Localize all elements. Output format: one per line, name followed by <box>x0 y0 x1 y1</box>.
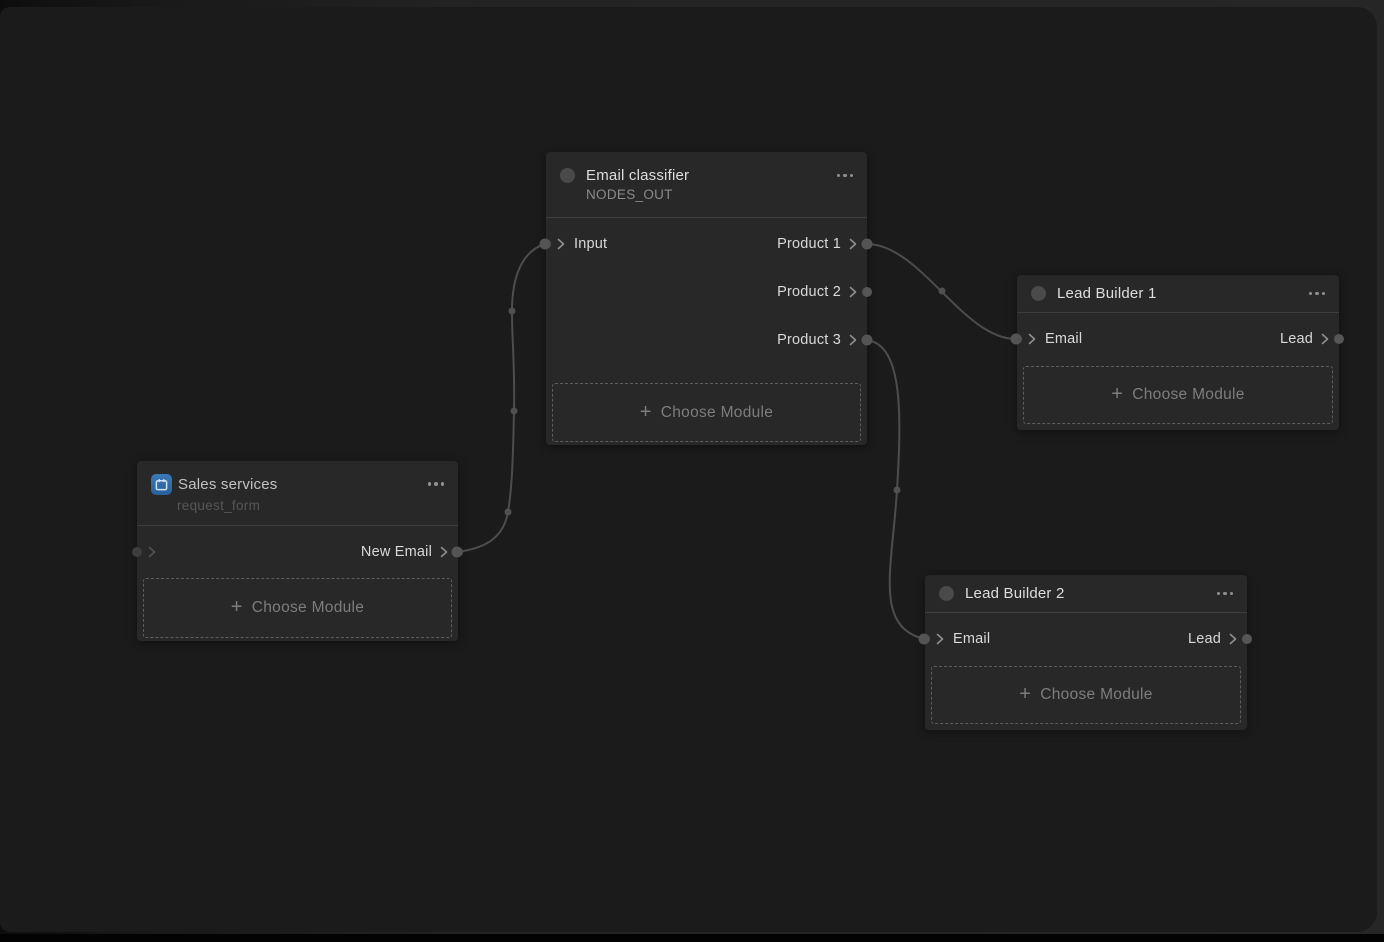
ellipsis-dot <box>1216 591 1220 596</box>
input-port-label: Input <box>574 236 608 252</box>
form-icon <box>151 473 172 495</box>
input-port-label: Email <box>953 631 991 647</box>
port-row: Input Product 1 <box>541 220 872 268</box>
chevron-right-icon[interactable] <box>557 238 565 250</box>
output-port-dot[interactable] <box>1242 634 1252 644</box>
ellipsis-dot <box>1223 591 1227 596</box>
input-port-label: Email <box>1045 331 1083 347</box>
node-title: Lead Builder 2 <box>965 585 1065 602</box>
choose-module-label: Choose Module <box>660 403 774 421</box>
node-menu-button[interactable] <box>1305 287 1330 301</box>
ellipsis-dot <box>440 482 444 486</box>
output-port-label: Product 2 <box>777 284 841 300</box>
choose-module-label: Choose Module <box>1040 686 1153 703</box>
ellipsis-dot <box>843 173 847 178</box>
input-port-dot[interactable] <box>132 547 142 557</box>
chevron-right-icon[interactable] <box>1321 333 1329 345</box>
chevron-right-icon[interactable] <box>936 633 944 645</box>
output-port-label: Product 3 <box>777 332 841 348</box>
module-circle-icon <box>1031 286 1046 301</box>
node-title: Email classifier <box>586 167 690 184</box>
choose-module-label: Choose Module <box>251 599 365 616</box>
chevron-right-icon[interactable] <box>849 286 857 298</box>
node-menu-button[interactable] <box>424 477 449 491</box>
node-title-row: Email classifier <box>560 167 857 184</box>
node-header: Lead Builder 1 <box>1017 275 1339 313</box>
chevron-right-icon[interactable] <box>849 334 857 346</box>
choose-module-button[interactable]: + Choose Module <box>1023 366 1333 424</box>
chevron-right-icon[interactable] <box>849 238 857 250</box>
plus-icon: + <box>1019 683 1032 705</box>
node-title: Lead Builder 1 <box>1057 285 1157 302</box>
node-menu-button[interactable] <box>1213 587 1238 601</box>
choose-module-button[interactable]: + Choose Module <box>143 578 452 638</box>
connection-line[interactable] <box>456 243 546 553</box>
ellipsis-dot <box>836 173 840 178</box>
plus-icon: + <box>1111 383 1124 405</box>
ellipsis-dot <box>1308 291 1312 296</box>
port-row: Email Lead <box>1012 315 1344 363</box>
port-row: Product 3 <box>546 316 872 364</box>
node-subtitle: NODES_OUT <box>586 187 673 202</box>
chevron-right-icon[interactable] <box>440 546 448 558</box>
output-port-label: Lead <box>1279 331 1313 347</box>
node-subtitle: request_form <box>177 497 261 513</box>
node-title-row: Lead Builder 1 <box>1031 285 1329 302</box>
output-port-label: New Email <box>360 544 432 560</box>
node-menu-button[interactable] <box>833 169 858 183</box>
ellipsis-dot <box>849 173 853 178</box>
node-title-row: Lead Builder 2 <box>939 585 1237 602</box>
plus-icon: + <box>230 596 243 618</box>
ellipsis-dot <box>1315 291 1319 296</box>
connection-line[interactable] <box>866 339 925 640</box>
ellipsis-dot <box>1229 591 1233 596</box>
output-port-dot[interactable] <box>1334 334 1344 344</box>
connection-line[interactable] <box>866 243 1017 340</box>
node-header: Sales services request_form <box>137 461 458 526</box>
ellipsis-dot <box>1321 291 1325 296</box>
choose-module-button[interactable]: + Choose Module <box>931 666 1241 724</box>
module-circle-icon <box>560 168 575 183</box>
port-row: Email Lead <box>920 615 1252 663</box>
chevron-right-icon[interactable] <box>148 546 156 558</box>
node-title: Sales services <box>178 475 278 493</box>
port-row: Product 2 <box>546 268 872 316</box>
output-port-dot[interactable] <box>862 287 872 297</box>
plus-icon: + <box>639 400 652 423</box>
module-circle-icon <box>939 586 954 601</box>
node-title-row: Sales services <box>151 473 449 495</box>
node-lead-builder-2[interactable]: Lead Builder 2 Email Lead + Choose Module <box>920 575 1252 730</box>
chevron-right-icon[interactable] <box>1229 633 1237 645</box>
choose-module-label: Choose Module <box>1132 386 1245 403</box>
window-bottom-edge <box>0 934 1384 942</box>
output-port-label: Product 1 <box>777 236 841 252</box>
ellipsis-dot <box>427 482 431 486</box>
node-lead-builder-1[interactable]: Lead Builder 1 Email Lead + Choose Module <box>1012 275 1344 430</box>
ellipsis-dot <box>434 482 438 486</box>
chevron-right-icon[interactable] <box>1028 333 1036 345</box>
output-port-label: Lead <box>1187 631 1221 647</box>
choose-module-button[interactable]: + Choose Module <box>552 383 861 442</box>
port-row: New Email <box>132 528 463 576</box>
node-header: Lead Builder 2 <box>925 575 1247 613</box>
